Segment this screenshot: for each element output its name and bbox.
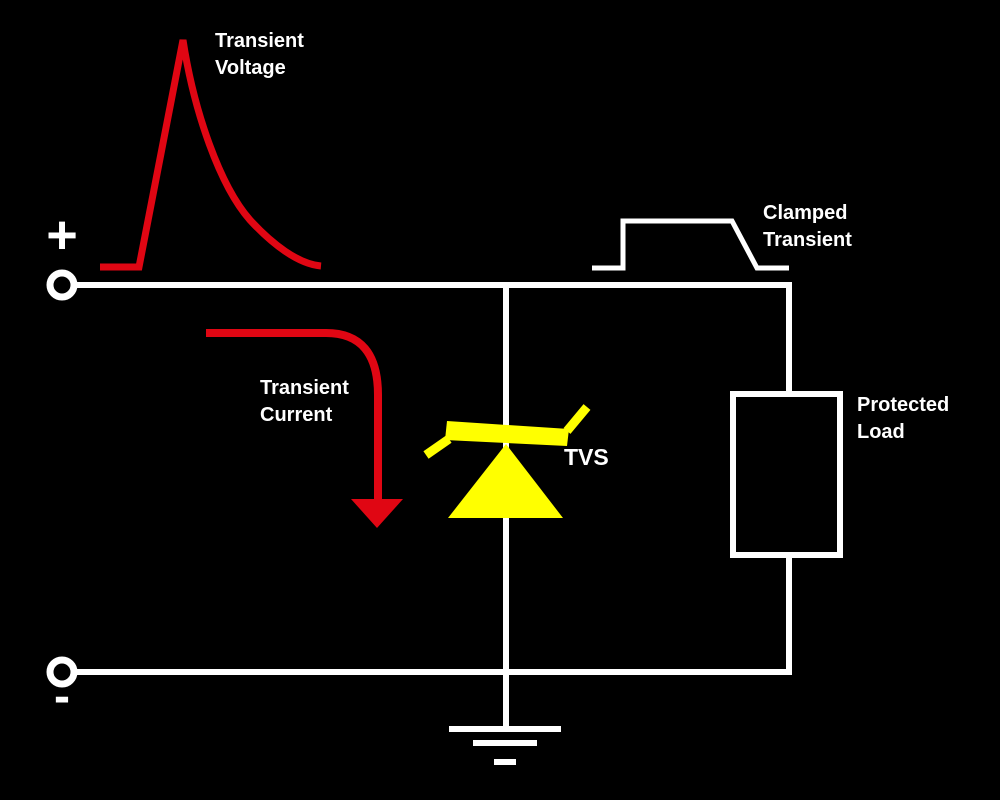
transient-current-arrowhead [351,499,403,528]
transient-voltage-waveform [100,39,322,271]
negative-terminal [46,656,78,688]
transient-current-arrow [206,329,403,528]
protected-load-box [730,391,843,558]
plus-sign: + [46,205,78,265]
positive-terminal [46,269,78,301]
transient-current-label: Transient Current [260,377,349,426]
top-rail-wire [74,282,792,394]
tvs-cathode-bar [445,421,569,446]
tvs-cathode-tail-left [423,435,452,459]
ground-symbol [449,726,561,765]
transient-voltage-label: Transient Voltage [215,30,304,79]
tvs-label: TVS [564,444,609,470]
bottom-rail-wire [74,555,792,675]
minus-sign: - [54,670,70,723]
transient-current-arrow-shaft [206,329,382,502]
protected-load-label: Protected Load [857,394,950,443]
clamped-transient-label: Clamped Transient [763,202,852,251]
tvs-anode-triangle [448,444,563,518]
tvs-cathode-tail-right [563,404,591,434]
clamped-transient-waveform [592,218,789,271]
tvs-diode-symbol [423,404,591,518]
